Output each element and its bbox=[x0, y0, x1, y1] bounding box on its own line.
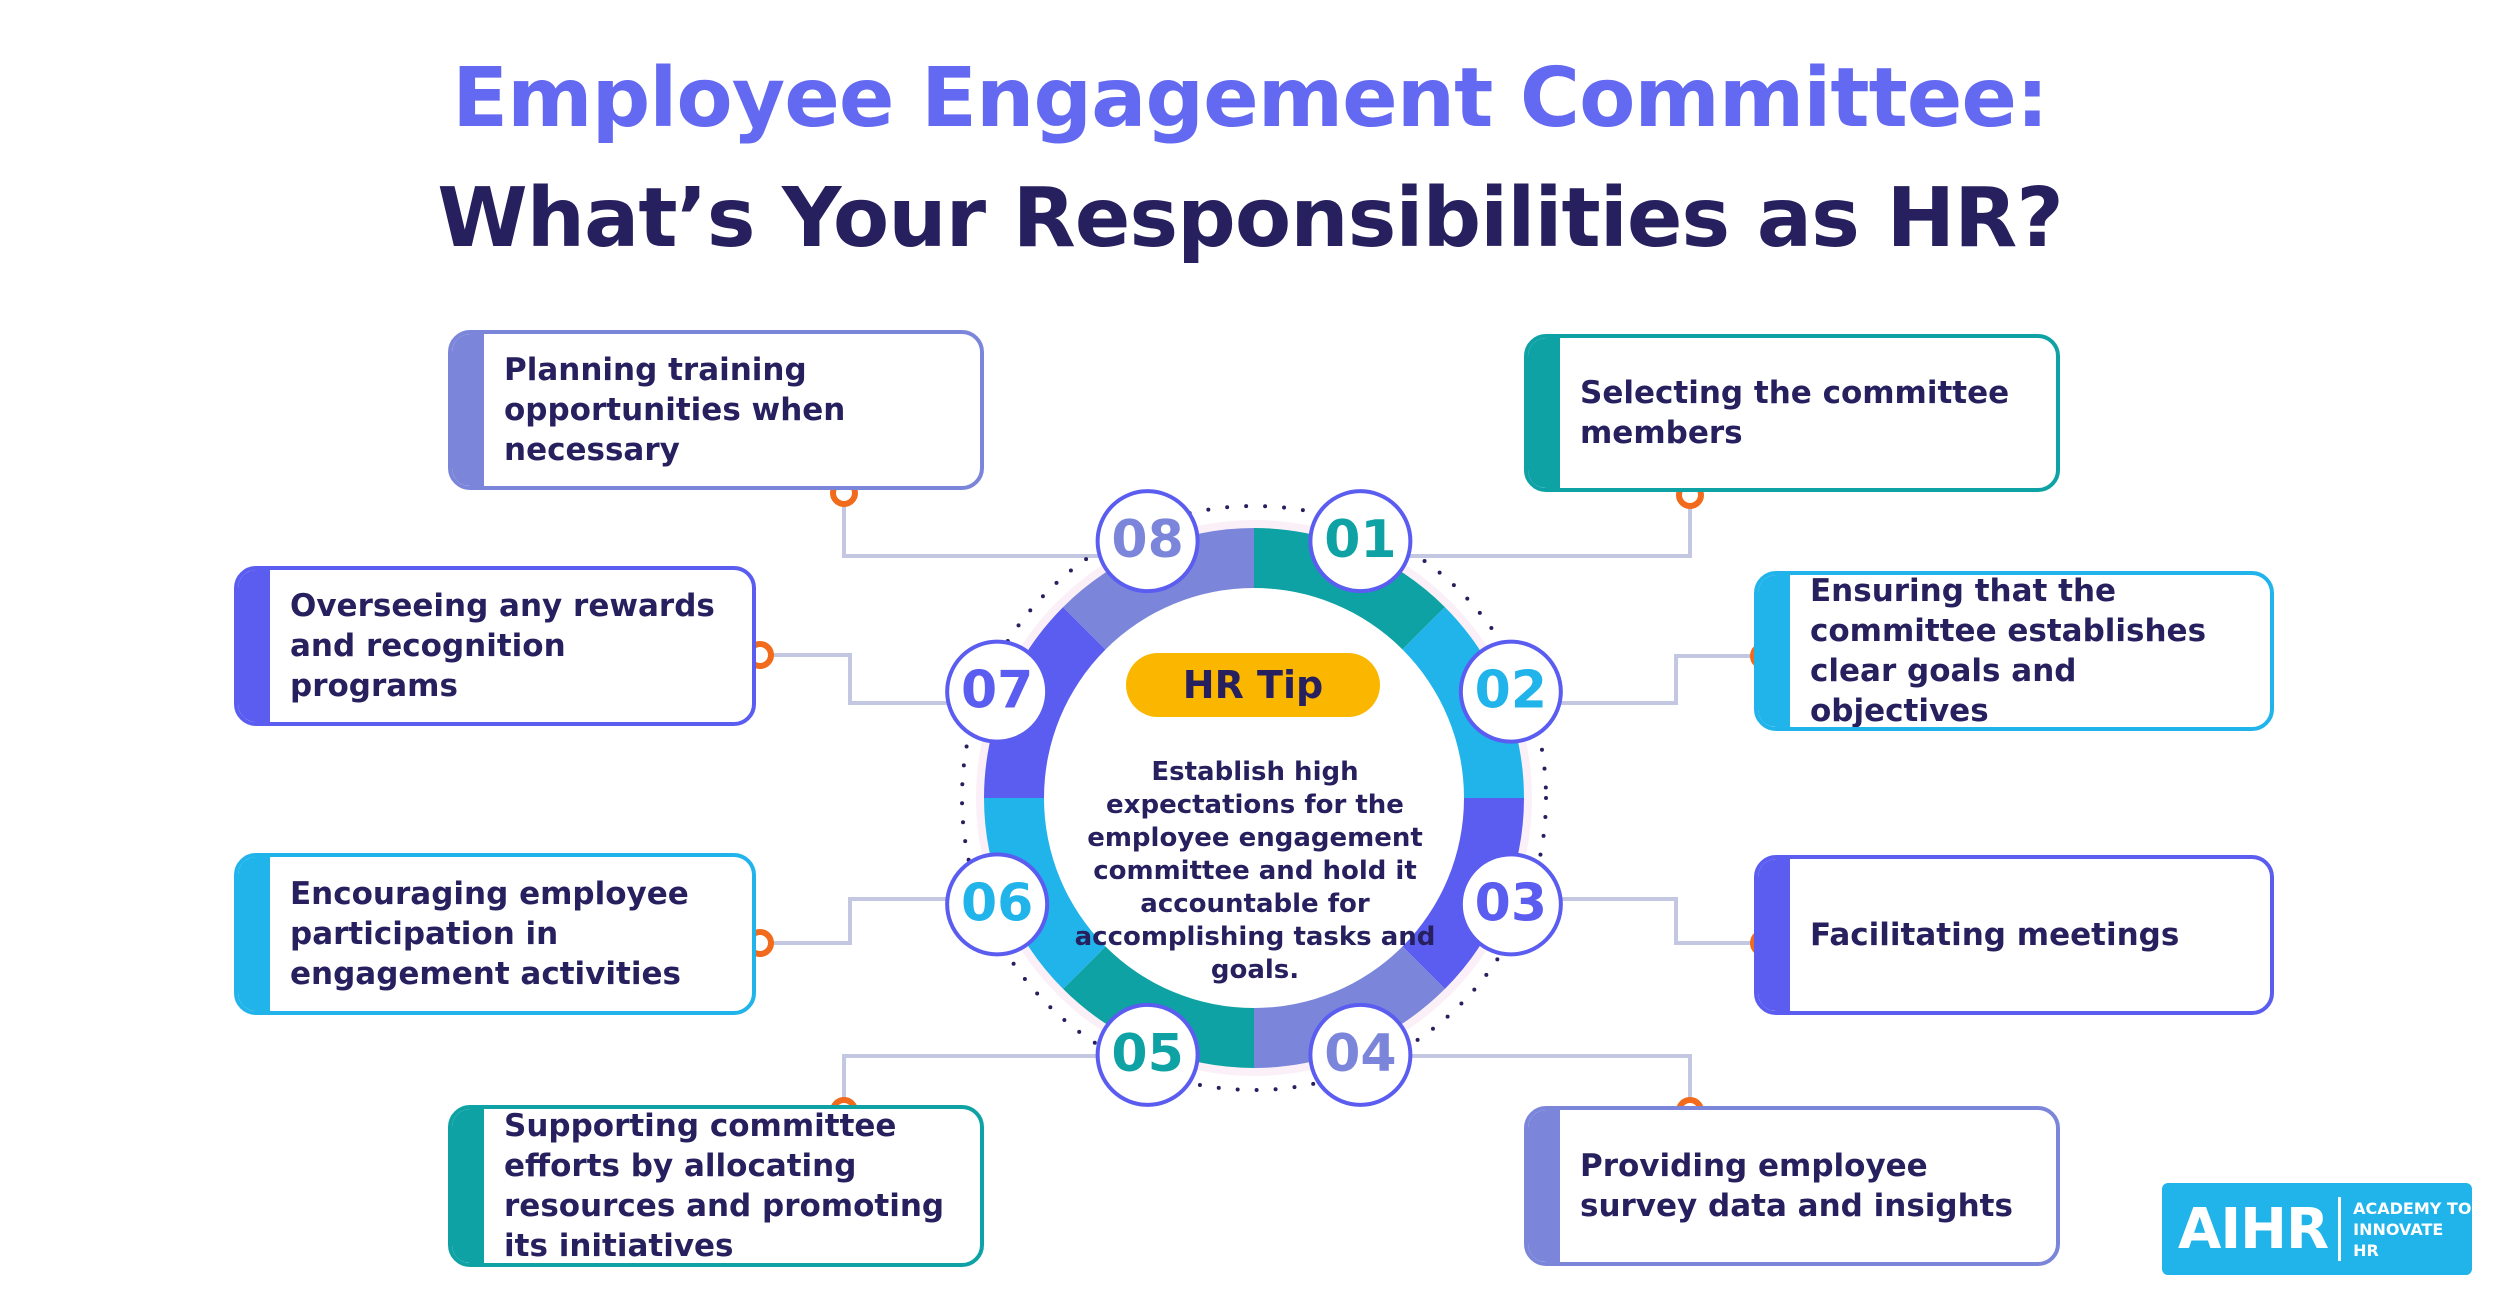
step-card-label: Overseeing any rewards and recognition p… bbox=[290, 588, 715, 704]
connector-line-06 bbox=[760, 897, 955, 945]
logo-divider bbox=[2338, 1197, 2342, 1261]
connector-line-03 bbox=[1560, 897, 1764, 945]
step-card-accent bbox=[1758, 575, 1790, 727]
step-card-06: Encouraging employee participation in en… bbox=[234, 853, 756, 1015]
step-card-accent bbox=[1528, 1110, 1560, 1262]
ring-segment-06 bbox=[984, 798, 1120, 989]
aihr-logo: AIHR ACADEMY TO INNOVATE HR bbox=[2162, 1183, 2472, 1275]
connector-line-02 bbox=[1560, 654, 1764, 705]
hr-tip-badge: HR Tip bbox=[1126, 653, 1380, 717]
step-card-02: Ensuring that the committee establishes … bbox=[1754, 571, 2274, 731]
step-badge-05 bbox=[1095, 1002, 1200, 1107]
hr-tip-text: Establish high expectations for the empl… bbox=[1074, 757, 1436, 985]
step-number-08: 08 bbox=[1111, 510, 1183, 570]
step-badge-08 bbox=[1095, 489, 1200, 594]
step-number-06: 06 bbox=[961, 873, 1033, 933]
step-card-accent bbox=[452, 1109, 484, 1263]
step-card-05: Supporting committee efforts by allocati… bbox=[448, 1105, 984, 1267]
connector-line-05 bbox=[842, 1054, 1112, 1111]
step-card-label: Ensuring that the committee establishes … bbox=[1810, 573, 2207, 729]
dotted-outer-ring bbox=[960, 504, 1548, 1092]
step-badge-04 bbox=[1308, 1002, 1413, 1107]
step-number-07: 07 bbox=[961, 661, 1033, 721]
step-number-04: 04 bbox=[1324, 1024, 1396, 1084]
ring-segment-02 bbox=[1388, 607, 1524, 798]
step-card-accent bbox=[238, 857, 270, 1011]
step-number-05: 05 bbox=[1111, 1024, 1183, 1084]
step-card-label: Selecting the committee members bbox=[1580, 375, 2010, 451]
step-card-04: Providing employee survey data and insig… bbox=[1524, 1106, 2060, 1266]
title-line-2: What’s Your Responsibilities as HR? bbox=[437, 171, 2064, 266]
step-number-01: 01 bbox=[1324, 510, 1396, 570]
step-card-07: Overseeing any rewards and recognition p… bbox=[234, 566, 756, 726]
connector-line-07 bbox=[760, 653, 955, 705]
connector-line-08 bbox=[842, 493, 1112, 558]
step-badge-03 bbox=[1458, 852, 1563, 957]
step-card-label: Planning training opportunities when nec… bbox=[504, 352, 846, 468]
ring-segment-05 bbox=[1063, 932, 1254, 1068]
step-card-01: Selecting the committee members bbox=[1524, 334, 2060, 492]
step-badge-06 bbox=[945, 852, 1050, 957]
step-number-02: 02 bbox=[1475, 661, 1547, 721]
step-card-08: Planning training opportunities when nec… bbox=[448, 330, 984, 490]
step-card-accent bbox=[238, 570, 270, 722]
ring-segment-04 bbox=[1254, 932, 1445, 1068]
logo-tagline-line-2: INNOVATE HR bbox=[2353, 1219, 2444, 1260]
logo-tagline-line-1: ACADEMY TO bbox=[2353, 1198, 2472, 1218]
step-badge-02 bbox=[1458, 639, 1563, 744]
logo-tagline: ACADEMY TO INNOVATE HR bbox=[2353, 1198, 2472, 1261]
connector-line-01 bbox=[1395, 495, 1692, 558]
ring-segment-03 bbox=[1388, 798, 1524, 989]
ring-segment-07 bbox=[984, 607, 1120, 798]
step-card-03: Facilitating meetings bbox=[1754, 855, 2274, 1015]
ring-segment-08 bbox=[1063, 528, 1254, 664]
step-number-03: 03 bbox=[1475, 873, 1547, 933]
step-badge-07 bbox=[945, 639, 1050, 744]
logo-mark: AIHR bbox=[2178, 1196, 2329, 1262]
step-card-label: Facilitating meetings bbox=[1810, 917, 2180, 953]
ring-segment-01 bbox=[1254, 528, 1445, 664]
step-card-label: Encouraging employee participation in en… bbox=[290, 876, 689, 992]
title-line-1: Employee Engagement Committee: bbox=[452, 51, 2049, 146]
step-card-label: Supporting committee efforts by allocati… bbox=[504, 1108, 945, 1264]
connector-line-04 bbox=[1395, 1054, 1692, 1111]
step-badge-01 bbox=[1308, 489, 1413, 594]
step-card-accent bbox=[1758, 859, 1790, 1011]
step-card-label: Providing employee survey data and insig… bbox=[1580, 1148, 2013, 1224]
step-card-accent bbox=[1528, 338, 1560, 488]
step-card-accent bbox=[452, 334, 484, 486]
